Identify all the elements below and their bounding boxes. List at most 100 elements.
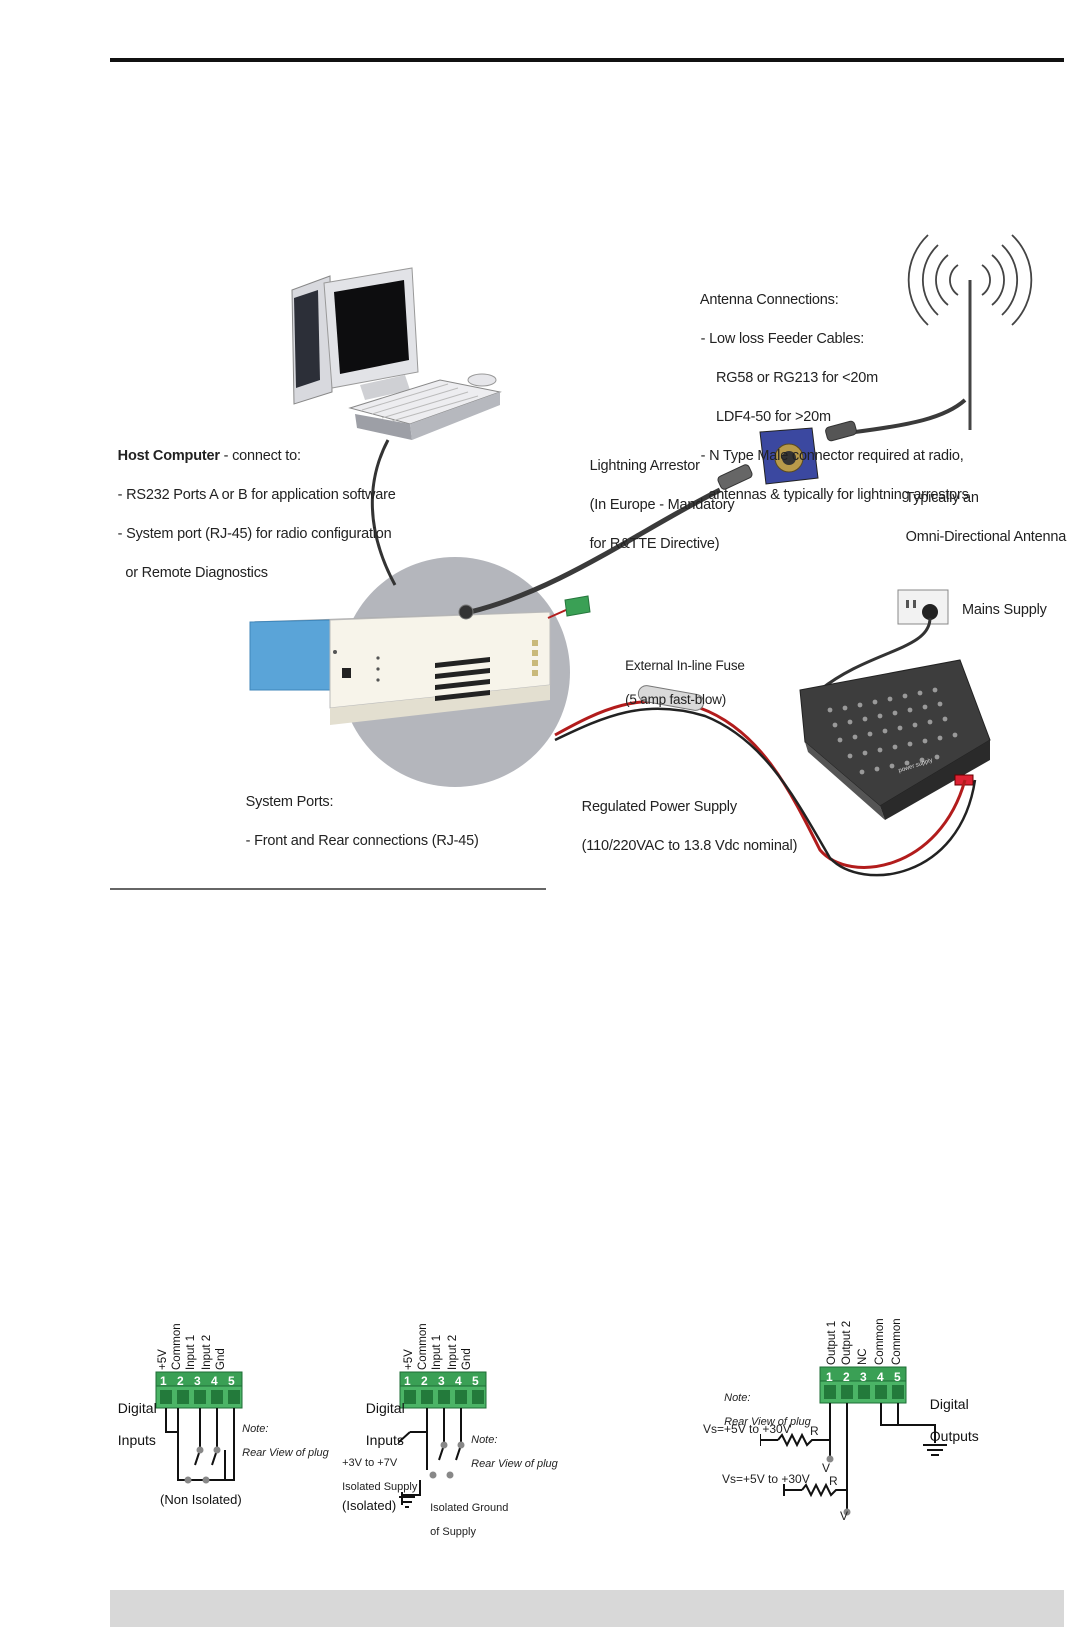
di-iso-label-input2: Input 2 <box>447 1334 459 1370</box>
di-ni-pin-1: 1 <box>160 1374 167 1388</box>
di-iso-note-line1: Note: <box>471 1434 498 1446</box>
antenna-feeder-cable <box>469 487 722 615</box>
di-ni-pin-3: 3 <box>194 1374 201 1388</box>
di-iso-label-gnd: Gnd <box>461 1348 473 1370</box>
do-label-nc: NC <box>857 1348 869 1365</box>
host-computer-line2: - System port (RJ-45) for radio configur… <box>117 525 392 542</box>
lightning-arrestor-line1: Lightning Arrestor <box>589 457 700 474</box>
di-iso-label-5v: +5V <box>403 1349 415 1370</box>
inline-fuse-line2: (5 amp fast-blow) <box>625 692 726 707</box>
di-iso-pin-4: 4 <box>455 1374 462 1388</box>
di-ni-pin-5: 5 <box>228 1374 235 1388</box>
di-iso-note: Note: Rear View of plug <box>465 1422 558 1470</box>
di-iso-ground-line1: Isolated Ground <box>430 1502 509 1514</box>
power-supply-line1: Regulated Power Supply <box>581 798 737 815</box>
di-iso-pin-1: 1 <box>404 1374 411 1388</box>
di-ni-caption: (Non Isolated) <box>160 1492 242 1507</box>
header-rule <box>110 58 1064 62</box>
di-ni-title-line2: Inputs <box>117 1432 156 1448</box>
do-title-line1: Digital <box>929 1396 969 1412</box>
di-iso-supply-line1: +3V to +7V <box>342 1457 398 1469</box>
di-ni-note-line2: Rear View of plug <box>242 1447 329 1459</box>
antenna-connections-line4: - N Type Male connector required at radi… <box>700 447 964 464</box>
do-note-line1: Note: <box>724 1392 751 1404</box>
antenna-connections-title: Antenna Connections: <box>699 291 839 308</box>
do-title-line2: Outputs <box>929 1428 979 1444</box>
inline-fuse-line1: External In-line Fuse <box>625 658 745 673</box>
system-connection-diagram <box>110 234 1033 890</box>
host-computer-line1: - RS232 Ports A or B for application sof… <box>117 486 396 503</box>
do-pin-3: 3 <box>860 1370 867 1384</box>
antenna-illustration <box>907 234 1033 430</box>
lightning-arrestor-line3: for R&TTE Directive) <box>589 535 720 552</box>
di-iso-ground-label: Isolated Ground of Supply <box>424 1490 508 1538</box>
di-ni-note: Note: Rear View of plug <box>236 1411 329 1459</box>
system-ports-line1: System Ports: <box>245 793 334 810</box>
do-label-output1: Output 1 <box>826 1320 838 1365</box>
di-iso-pin-3: 3 <box>438 1374 445 1388</box>
do-r2-label: R <box>829 1474 838 1488</box>
di-iso-title-line2: Inputs <box>365 1432 404 1448</box>
do-label-output2: Output 2 <box>841 1320 853 1365</box>
di-ni-title: Digital Inputs <box>110 1384 157 1448</box>
do-vs2-label: Vs=+5V to +30V <box>722 1472 810 1486</box>
di-ni-label-gnd: Gnd <box>215 1348 227 1370</box>
host-computer-line3: or Remote Diagnostics <box>117 564 268 581</box>
do-v1-label: V <box>822 1461 831 1475</box>
power-supply-label: Regulated Power Supply (110/220VAC to 13… <box>574 778 798 856</box>
inline-fuse-label: External In-line Fuse (5 amp fast-blow) <box>618 640 745 708</box>
radio-unit-illustration <box>249 611 551 725</box>
mains-socket-illustration <box>897 589 949 625</box>
di-ni-pin-4: 4 <box>211 1374 218 1388</box>
antenna-connections-line1: - Low loss Feeder Cables: <box>700 330 865 347</box>
do-label-common-a: Common <box>874 1318 886 1365</box>
digital-inputs-isolated-diagram <box>398 1371 487 1505</box>
system-ports-label: System Ports: - Front and Rear connectio… <box>238 773 479 851</box>
footer-bar <box>110 1590 1064 1627</box>
di-iso-supply-line2: Isolated Supply <box>342 1481 418 1493</box>
do-title: Digital Outputs <box>922 1380 979 1444</box>
antenna-upper-cable <box>854 398 967 434</box>
mains-supply-label: Mains Supply <box>962 602 1047 618</box>
lightning-arrestor-line2: (In Europe - Mandatory <box>589 496 735 513</box>
host-computer-illustration <box>291 267 502 440</box>
di-ni-note-line1: Note: <box>242 1423 269 1435</box>
antenna-connections-line3: LDF4-50 for >20m <box>700 408 831 425</box>
power-supply-illustration <box>799 659 991 820</box>
lightning-arrestor-label: Lightning Arrestor (In Europe - Mandator… <box>582 437 735 554</box>
radio-antenna-connector <box>458 604 474 620</box>
do-note: Note: Rear View of plug <box>718 1380 811 1428</box>
do-pin-2: 2 <box>843 1370 850 1384</box>
host-computer-heading: Host Computer - connect to: <box>117 447 301 464</box>
power-supply-line2: (110/220VAC to 13.8 Vdc nominal) <box>581 837 798 854</box>
digital-outputs-diagram <box>760 1366 947 1516</box>
lightning-arrestor-illustration <box>717 420 857 490</box>
do-v2-label: V <box>840 1509 849 1523</box>
do-vs1-label: Vs=+5V to +30V <box>703 1422 791 1436</box>
power-wire-black <box>554 707 977 877</box>
antenna-connections-line5: antennas & typically for lightning arres… <box>700 486 969 503</box>
di-ni-label-5v: +5V <box>157 1349 169 1370</box>
di-ni-label-input1: Input 1 <box>185 1334 197 1370</box>
di-iso-note-line2: Rear View of plug <box>471 1458 558 1470</box>
di-ni-label-input2: Input 2 <box>201 1334 213 1370</box>
inline-fuse-illustration <box>637 685 705 711</box>
do-r1-label: R <box>810 1424 819 1438</box>
terminal-plug-illustration <box>547 595 591 619</box>
di-iso-label-common: Common <box>417 1323 429 1370</box>
di-ni-pin-2: 2 <box>177 1374 184 1388</box>
di-ni-title-line1: Digital <box>117 1400 157 1416</box>
do-label-common-b: Common <box>891 1318 903 1365</box>
di-iso-caption: (Isolated) <box>342 1498 397 1513</box>
di-iso-pin-2: 2 <box>421 1374 428 1388</box>
host-computer-label: Host Computer - connect to: - RS232 Port… <box>110 427 396 583</box>
antenna-type-label: Typically an Omni-Directional Antenna <box>898 469 1066 547</box>
di-ni-label-common: Common <box>171 1323 183 1370</box>
do-pin-4: 4 <box>877 1370 884 1384</box>
digital-inputs-non-isolated-diagram <box>155 1371 243 1484</box>
di-iso-pin-5: 5 <box>472 1374 479 1388</box>
mains-cable <box>819 617 932 692</box>
antenna-type-line1: Typically an <box>905 489 979 506</box>
di-iso-title: Digital Inputs <box>358 1384 405 1448</box>
do-pin-1: 1 <box>826 1370 833 1384</box>
